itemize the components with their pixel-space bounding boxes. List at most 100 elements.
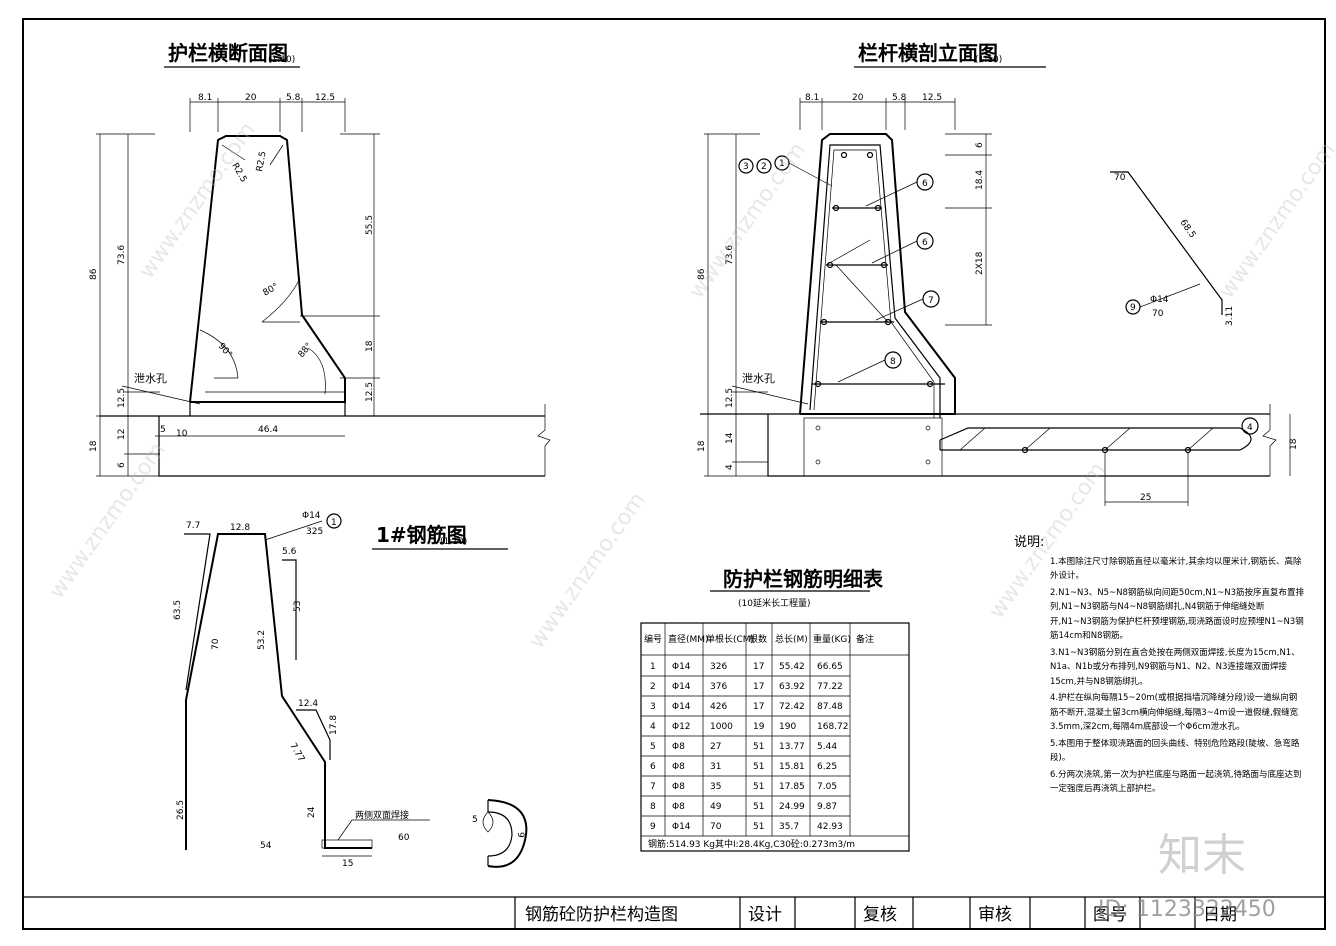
watermark-site-3: www.znzmo.com — [1214, 138, 1336, 303]
table-cell: 6 — [650, 762, 656, 772]
table-cell: 168.72 — [817, 722, 849, 732]
callout-6b: 6 — [922, 238, 928, 248]
table-cell: 51 — [753, 762, 764, 772]
table-cell: 66.65 — [817, 662, 843, 672]
notes-title: 说明: — [1014, 535, 1045, 550]
section-angle-2: 90° — [216, 342, 234, 361]
section-top-dim-3: 5.8 — [286, 93, 301, 103]
table-cell: 13.77 — [779, 742, 805, 752]
table-subtitle: (10延米长工程量) — [738, 597, 810, 609]
hook-dim-1: 70 — [1114, 173, 1126, 183]
section-scale: (1:10) — [268, 55, 295, 65]
rebar1-title: 1#钢筋图 — [376, 523, 467, 547]
rebar1-d8: 12.4 — [298, 699, 318, 709]
section-top-dim-2: 20 — [245, 93, 257, 103]
table-footer: 钢筋:514.93 Kg其中I:28.4Kg,C30砼:0.273m3/m — [648, 838, 855, 850]
watermark-logo: 知末 — [1158, 830, 1246, 881]
table-cell: 35.7 — [779, 822, 799, 832]
section-title: 护栏横断面图 — [168, 41, 288, 65]
table-header-cell: 备注 — [856, 633, 874, 645]
table-cell: 7 — [650, 782, 656, 792]
note-2: 2.N1~N3、N5~N8钢筋纵向间距50cm,N1~N3筋按序直复布置排列,N… — [1050, 587, 1305, 642]
sheet-frame — [22, 18, 1326, 930]
table-header-cell: 单根长(CM) — [706, 633, 754, 645]
table-cell: 55.42 — [779, 662, 805, 672]
table-cell: 49 — [710, 802, 722, 812]
table-cell: 19 — [753, 722, 765, 732]
section-top-dim-4: 12.5 — [315, 93, 335, 103]
section-right-upper: 55.5 — [365, 215, 375, 235]
table-cell: 1000 — [710, 722, 733, 732]
table-header-cell: 重量(KG) — [813, 633, 851, 645]
section-right-low: 12.5 — [365, 382, 375, 402]
table-cell: 1 — [650, 662, 656, 672]
table-cell: 31 — [710, 762, 721, 772]
rebar1-d1: 7.7 — [186, 521, 200, 531]
table-cell: 17 — [753, 682, 764, 692]
table-cell: 51 — [753, 742, 764, 752]
watermark-site-5: www.znzmo.com — [524, 488, 650, 653]
table-cell: 4 — [650, 722, 656, 732]
table-cell: 42.93 — [817, 822, 843, 832]
rebar1-d4: 53 — [293, 601, 303, 612]
callout-6a: 6 — [922, 179, 928, 189]
table-cell: 2 — [650, 682, 656, 692]
note-4: 4.护栏在纵向每隔15~20m(或根据挡墙沉降缝分段)设一道纵向钢筋不断开,混凝… — [1050, 693, 1299, 732]
rebar1-weld: 两侧双面焊接 — [355, 809, 409, 821]
rebar1-d6: 70 — [211, 638, 221, 650]
table-cell: Φ8 — [672, 742, 685, 752]
note-5: 5.本图用于整体现浇路面的回头曲线、特别危险路段(陡坡、急弯路段)。 — [1050, 738, 1300, 764]
date-label: 日期 — [1203, 905, 1237, 925]
watermark: 知末 ID: 1123322450 www.znzmo.com www.znzm… — [44, 118, 1336, 922]
callout-7: 7 — [928, 296, 934, 306]
elevation-profile — [799, 133, 956, 415]
elevation-top-dim-3: 5.8 — [892, 93, 907, 103]
watermark-site-1: www.znzmo.com — [134, 118, 260, 283]
notes-block: 说明: 1.本图除注尺寸除钢筋直径以毫米计,其余均以厘米计,钢筋长、高除外设计。… — [1014, 535, 1305, 799]
table-cell: Φ8 — [672, 802, 685, 812]
section-bottom-dim-1: 5 — [160, 425, 166, 435]
note-6: 6.分两次浇筑,第一次为护栏底座与路面一起浇筑,待路面与底座达到一定强度后再浇筑… — [1050, 769, 1302, 795]
hook-dim-3: 3.11 — [1225, 306, 1235, 326]
elevation-base-right: 18 — [1289, 438, 1299, 450]
table-cell: 17 — [753, 702, 764, 712]
table-cell: 87.48 — [817, 702, 843, 712]
table-cell: 24.99 — [779, 802, 805, 812]
table-cell: 51 — [753, 802, 764, 812]
callout-9: 9 — [1130, 303, 1136, 313]
table-header-cell: 直径(MM) — [668, 633, 709, 645]
table-cell: Φ12 — [672, 722, 691, 732]
elevation-drain-label: 泄水孔 — [742, 372, 775, 385]
section-left-base1: 18 — [89, 440, 99, 452]
note-1: 1.本图除注尺寸除钢筋直径以毫米计,其余均以厘米计,钢筋长、高除外设计。 — [1050, 556, 1302, 582]
section-angle-1: 80° — [262, 282, 281, 299]
table-cell: 9 — [650, 822, 656, 832]
design-label: 设计 — [748, 905, 782, 925]
elevation-scale: (1:10) — [975, 55, 1002, 65]
drawing-no-label: 图号 — [1093, 905, 1127, 925]
rebar9-dia: Φ14 — [1150, 295, 1169, 305]
rebar1-d17: 9 — [515, 832, 525, 838]
elevation-top-dim-1: 8.1 — [805, 93, 819, 103]
section-left-base2: 12 — [117, 429, 127, 440]
callout-3: 3 — [743, 162, 749, 172]
review-label: 审核 — [978, 905, 1012, 925]
table-header-cell: 根数 — [749, 633, 767, 645]
table-cell: 17.85 — [779, 782, 805, 792]
rebar1-d3: 5.6 — [282, 547, 297, 557]
elevation-left-upper: 73.6 — [725, 245, 735, 265]
table-cell: 190 — [779, 722, 796, 732]
elevation-right-dim-1: 6 — [975, 142, 985, 148]
section-drain-label: 泄水孔 — [134, 372, 167, 385]
watermark-site-4: www.znzmo.com — [44, 438, 170, 603]
table-cell: 72.42 — [779, 702, 805, 712]
rebar1-d13: 24 — [307, 806, 317, 818]
elevation-left-base1: 18 — [697, 440, 707, 452]
elevation-left-base3: 4 — [725, 464, 735, 470]
table-cell: 51 — [753, 782, 764, 792]
table-cell: Φ14 — [672, 662, 691, 672]
rebar-table: 防护栏钢筋明细表 (10延米长工程量) 编号直径(MM)单根长(CM)根数总长(… — [640, 567, 910, 852]
table-cell: Φ14 — [672, 702, 691, 712]
